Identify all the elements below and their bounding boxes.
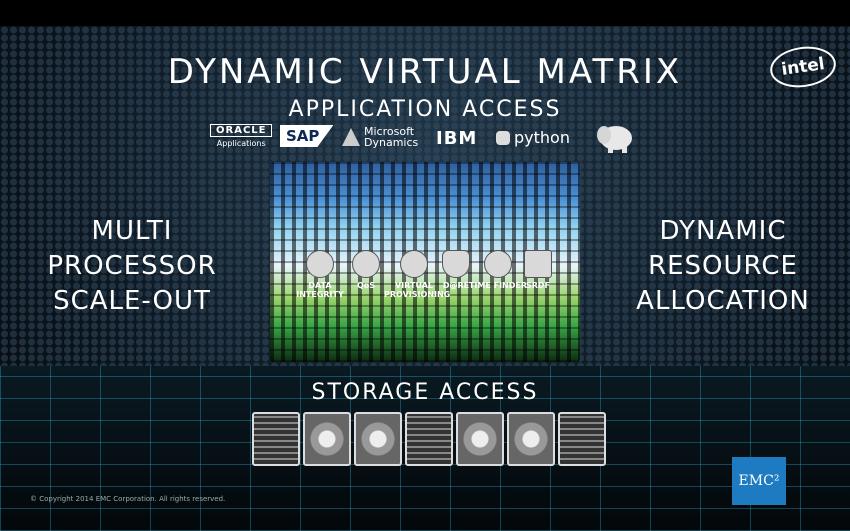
left-label-line: MULTI	[91, 216, 173, 246]
hard-disk-icon	[354, 412, 402, 466]
data-integrity-service: DATA INTEGRITY	[290, 250, 350, 299]
hadoop-elephant-icon	[597, 126, 632, 153]
python-name: python	[514, 128, 570, 147]
virtual-provisioning-icon	[400, 250, 428, 278]
dare-service: D@RE	[426, 250, 486, 290]
service-label: VIRTUAL PROVISIONING	[384, 281, 451, 299]
flash-drive-icon	[558, 412, 606, 466]
service-label: TIME FINDER	[468, 281, 528, 290]
service-label: DATA INTEGRITY	[296, 281, 344, 299]
hard-disk-icon	[456, 412, 504, 466]
left-label-line: PROCESSOR	[47, 251, 217, 281]
srdf-service: SRDF	[508, 250, 568, 290]
service-label: SRDF	[525, 281, 551, 290]
virtual-matrix-grid: DATA INTEGRITY QoS VIRTUAL PROVISIONING …	[270, 162, 580, 362]
emc-logo: EMC²	[732, 457, 786, 505]
hard-disk-icon	[303, 412, 351, 466]
dynamic-resource-label: DYNAMIC RESOURCE ALLOCATION	[604, 214, 842, 319]
service-label: D@RE	[442, 281, 470, 290]
oracle-logo: ORACLE Applications	[210, 124, 273, 148]
slide-title: DYNAMIC VIRTUAL MATRIX	[167, 52, 683, 92]
storage-access-label: STORAGE ACCESS	[311, 380, 539, 405]
qos-gauge-icon	[352, 250, 380, 278]
dynamics-icon	[342, 128, 360, 146]
right-label-line: DYNAMIC	[659, 216, 787, 246]
python-logo: python	[496, 128, 570, 147]
refresh-icon	[484, 250, 512, 278]
timefinder-service: TIME FINDER	[468, 250, 528, 290]
microsoft-dynamics-logo: Microsoft Dynamics	[342, 126, 424, 148]
letterbox-top	[0, 0, 850, 26]
slide-subtitle: APPLICATION ACCESS	[288, 97, 562, 122]
ibm-logo: IBM	[436, 128, 478, 149]
application-logos: ORACLE Applications SAP Microsoft Dynami…	[208, 122, 648, 158]
flash-drive-icon	[252, 412, 300, 466]
oracle-name: ORACLE	[210, 124, 273, 137]
sap-logo: SAP	[280, 125, 334, 147]
python-icon	[496, 130, 510, 145]
virtual-provisioning-service: VIRTUAL PROVISIONING	[384, 250, 451, 299]
srdf-stack-icon	[524, 250, 552, 278]
storage-drives	[252, 412, 606, 466]
oracle-tag: Applications	[216, 139, 266, 148]
right-label-line: RESOURCE	[648, 251, 798, 281]
microsoft-dynamics-name: Microsoft Dynamics	[364, 125, 419, 149]
shield-icon	[442, 250, 470, 278]
flash-drive-icon	[405, 412, 453, 466]
service-label: QoS	[356, 281, 376, 290]
multi-processor-label: MULTI PROCESSOR SCALE-OUT	[22, 214, 242, 319]
left-label-line: SCALE-OUT	[53, 286, 211, 316]
copyright-text: © Copyright 2014 EMC Corporation. All ri…	[30, 495, 226, 503]
data-integrity-icon	[306, 250, 334, 278]
qos-service: QoS	[336, 250, 396, 290]
right-label-line: ALLOCATION	[636, 286, 810, 316]
hard-disk-icon	[507, 412, 555, 466]
